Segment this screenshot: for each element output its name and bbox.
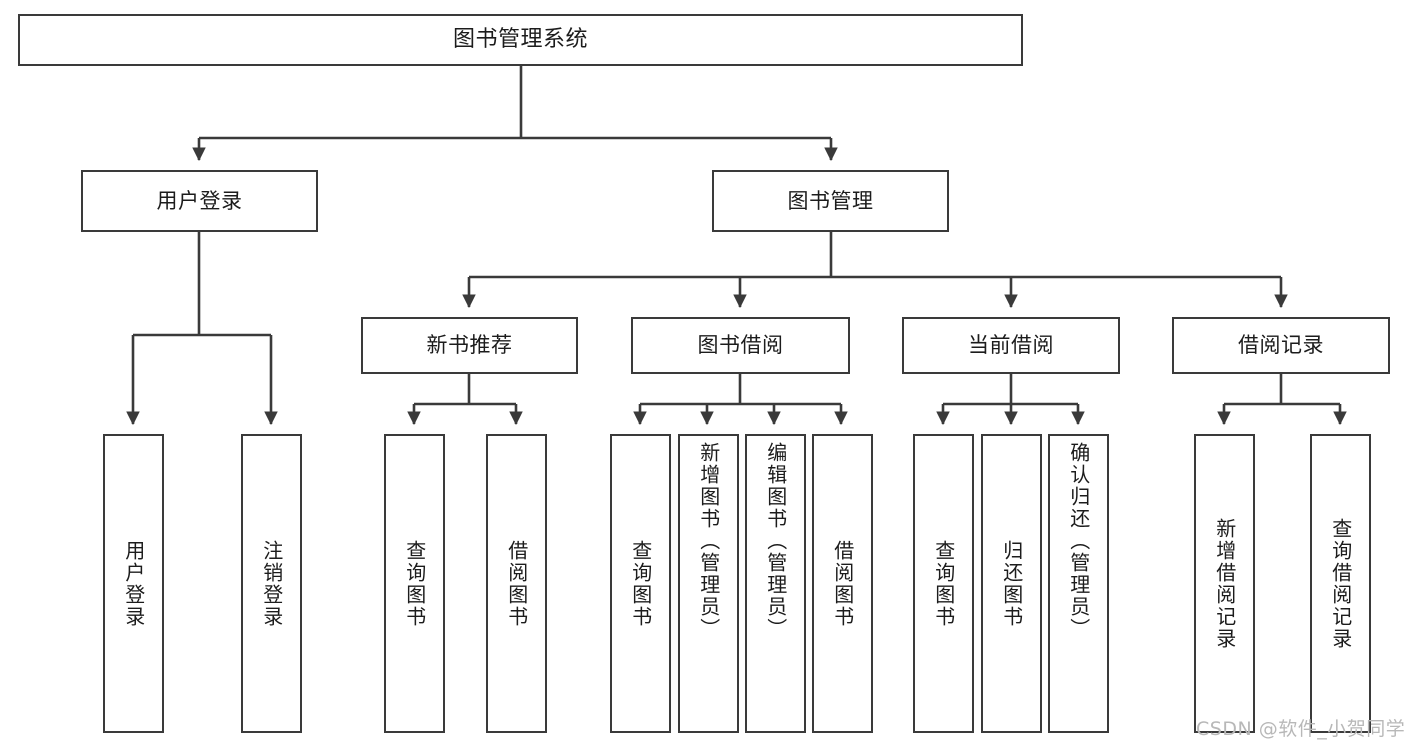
node-borrow-record[interactable]: 借阅记录 (1172, 317, 1390, 374)
node-book-manage[interactable]: 图书管理 (712, 170, 949, 232)
node-leaf-query-book-1[interactable]: 查询图书 (384, 434, 445, 733)
node-leaf-query-book-1-label: 查询图书 (402, 539, 427, 628)
node-book-manage-label: 图书管理 (787, 188, 874, 213)
node-leaf-user-login-label: 用户登录 (121, 539, 146, 628)
node-root-label: 图书管理系统 (452, 27, 588, 53)
node-root[interactable]: 图书管理系统 (18, 14, 1023, 66)
node-leaf-borrow-book-1-label: 借阅图书 (504, 539, 529, 628)
node-leaf-return-book-label: 归还图书 (999, 539, 1024, 628)
watermark: CSDN @软件_小贺同学 (1196, 718, 1405, 740)
node-book-borrow[interactable]: 图书借阅 (631, 317, 850, 374)
node-leaf-return-book[interactable]: 归还图书 (981, 434, 1042, 733)
node-leaf-add-record[interactable]: 新增借阅记录 (1194, 434, 1255, 733)
node-leaf-add-book[interactable]: 新增图书（管理员） (678, 434, 739, 733)
node-leaf-user-login[interactable]: 用户登录 (103, 434, 164, 733)
node-current-borrow-label: 当前借阅 (968, 333, 1054, 358)
node-leaf-query-book-2[interactable]: 查询图书 (610, 434, 671, 733)
node-current-borrow[interactable]: 当前借阅 (902, 317, 1120, 374)
node-leaf-add-record-label: 新增借阅记录 (1212, 517, 1237, 650)
node-leaf-query-book-2-label: 查询图书 (628, 539, 653, 628)
node-leaf-add-book-label: 新增图书（管理员） (696, 442, 721, 640)
node-leaf-query-book-3[interactable]: 查询图书 (913, 434, 974, 733)
node-book-borrow-label: 图书借阅 (697, 333, 784, 358)
node-leaf-edit-book[interactable]: 编辑图书（管理员） (745, 434, 806, 733)
node-leaf-query-record[interactable]: 查询借阅记录 (1310, 434, 1371, 733)
node-new-book-recommend-label: 新书推荐 (426, 333, 513, 358)
node-leaf-logout[interactable]: 注销登录 (241, 434, 302, 733)
node-user-login[interactable]: 用户登录 (81, 170, 318, 232)
node-new-book-recommend[interactable]: 新书推荐 (361, 317, 578, 374)
node-leaf-confirm-return[interactable]: 确认归还（管理员） (1048, 434, 1109, 733)
node-leaf-confirm-return-label: 确认归还（管理员） (1066, 442, 1091, 640)
node-leaf-borrow-book-1[interactable]: 借阅图书 (486, 434, 547, 733)
node-borrow-record-label: 借阅记录 (1238, 333, 1324, 358)
node-user-login-label: 用户登录 (156, 188, 243, 213)
node-leaf-edit-book-label: 编辑图书（管理员） (763, 442, 788, 640)
node-leaf-logout-label: 注销登录 (259, 539, 284, 628)
node-leaf-query-book-3-label: 查询图书 (931, 539, 956, 628)
node-leaf-query-record-label: 查询借阅记录 (1328, 517, 1353, 650)
node-leaf-borrow-book-2-label: 借阅图书 (830, 539, 855, 628)
node-leaf-borrow-book-2[interactable]: 借阅图书 (812, 434, 873, 733)
